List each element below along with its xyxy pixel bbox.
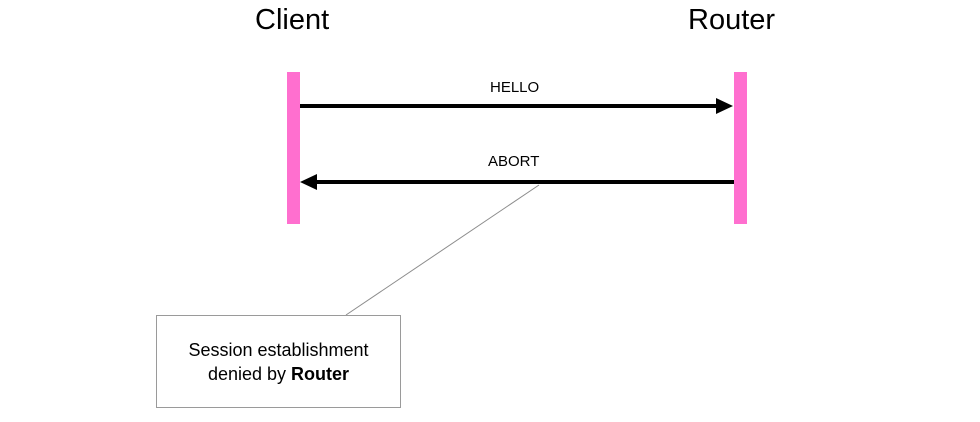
note-line-1: Session establishment xyxy=(188,339,369,360)
actor-label-router: Router xyxy=(688,4,776,36)
note-box: Session establishment denied by Router xyxy=(156,315,401,408)
message-label-abort: ABORT xyxy=(488,153,540,170)
actor-label-client: Client xyxy=(255,4,330,36)
note-text: Session establishment denied by Router xyxy=(188,338,368,386)
abort-arrowhead xyxy=(300,174,317,190)
lifeline-router xyxy=(734,72,747,224)
message-label-hello: HELLO xyxy=(490,79,540,96)
note-connector-line xyxy=(345,184,540,316)
hello-arrowhead xyxy=(716,98,733,114)
lifeline-client xyxy=(287,72,300,224)
note-line-2-prefix: denied by xyxy=(207,363,292,384)
note-line-2-bold: Router xyxy=(291,363,350,384)
